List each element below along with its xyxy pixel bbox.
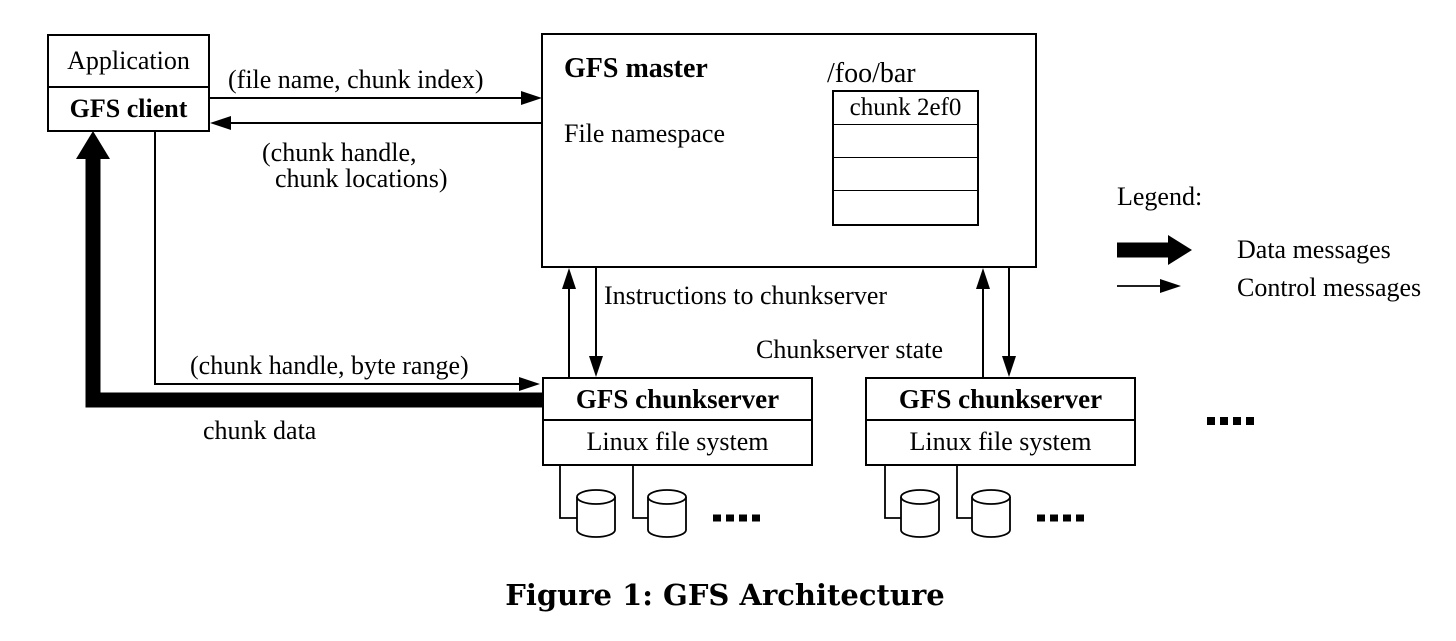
chunkserver-box-2: GFS chunkserver Linux file system (865, 377, 1136, 466)
chunkserver2-fs-label: Linux file system (909, 426, 1092, 456)
master-box: GFS master File namespace /foo/bar chunk… (541, 33, 1037, 268)
legend-title: Legend: (1117, 182, 1203, 211)
arrow-master-to-chunkserver2 (1002, 268, 1016, 377)
chunk-handle-byte-range-label: (chunk handle, byte range) (190, 351, 469, 380)
instructions-to-chunkserver-label: Instructions to chunkserver (604, 281, 888, 310)
arrow-chunkserver2-to-master (976, 268, 990, 377)
legend-control-messages-label: Control messages (1237, 273, 1422, 302)
chunkserver-box-1: GFS chunkserver Linux file system (542, 377, 813, 466)
legend-control-arrow-icon (1117, 279, 1181, 293)
disk-cylinder (647, 489, 687, 538)
arrow-master-to-client (210, 116, 542, 130)
chunk-data-label: chunk data (203, 416, 317, 445)
chunkserver1-title: GFS chunkserver (544, 379, 811, 421)
arrow-master-to-chunkserver1 (589, 268, 603, 377)
chunk-table-row (834, 191, 977, 224)
chunk-handle-locations-label-line1: (chunk handle, (262, 138, 417, 167)
chunk-table: chunk 2ef0 (832, 90, 979, 226)
disk-connectors-chunkserver1 (559, 466, 648, 519)
data-arrow-chunk-data (76, 131, 542, 408)
client-box: Application GFS client (47, 34, 210, 132)
legend-data-messages-label: Data messages (1237, 235, 1391, 264)
legend-data-arrow-icon (1117, 235, 1192, 265)
arrow-client-to-chunkserver (154, 132, 540, 391)
disk-cylinder (900, 489, 940, 538)
chunk-handle-locations-label-line2: chunk locations) (275, 164, 448, 193)
file-name-chunk-index-label: (file name, chunk index) (228, 65, 484, 94)
master-title: GFS master (564, 53, 708, 84)
chunkserver1-fs-label: Linux file system (586, 426, 769, 456)
file-namespace-label: File namespace (564, 119, 725, 148)
chunk-table-row: chunk 2ef0 (834, 92, 977, 125)
chunk-table-row (834, 125, 977, 158)
chunkserver-state-label: Chunkserver state (756, 335, 944, 364)
disk-cylinder (576, 489, 616, 538)
figure-caption: Figure 1: GFS Architecture (505, 578, 945, 612)
disk-cylinder (971, 489, 1011, 538)
chunk-table-row (834, 158, 977, 191)
arrow-client-to-master (210, 91, 542, 105)
disk-connectors-chunkserver2 (884, 466, 973, 519)
application-label: Application (49, 36, 208, 88)
arrow-chunkserver1-to-master (562, 268, 576, 377)
chunkserver2-title: GFS chunkserver (867, 379, 1134, 421)
file-path-label: /foo/bar (827, 58, 916, 89)
gfs-client-label: GFS client (69, 94, 188, 123)
